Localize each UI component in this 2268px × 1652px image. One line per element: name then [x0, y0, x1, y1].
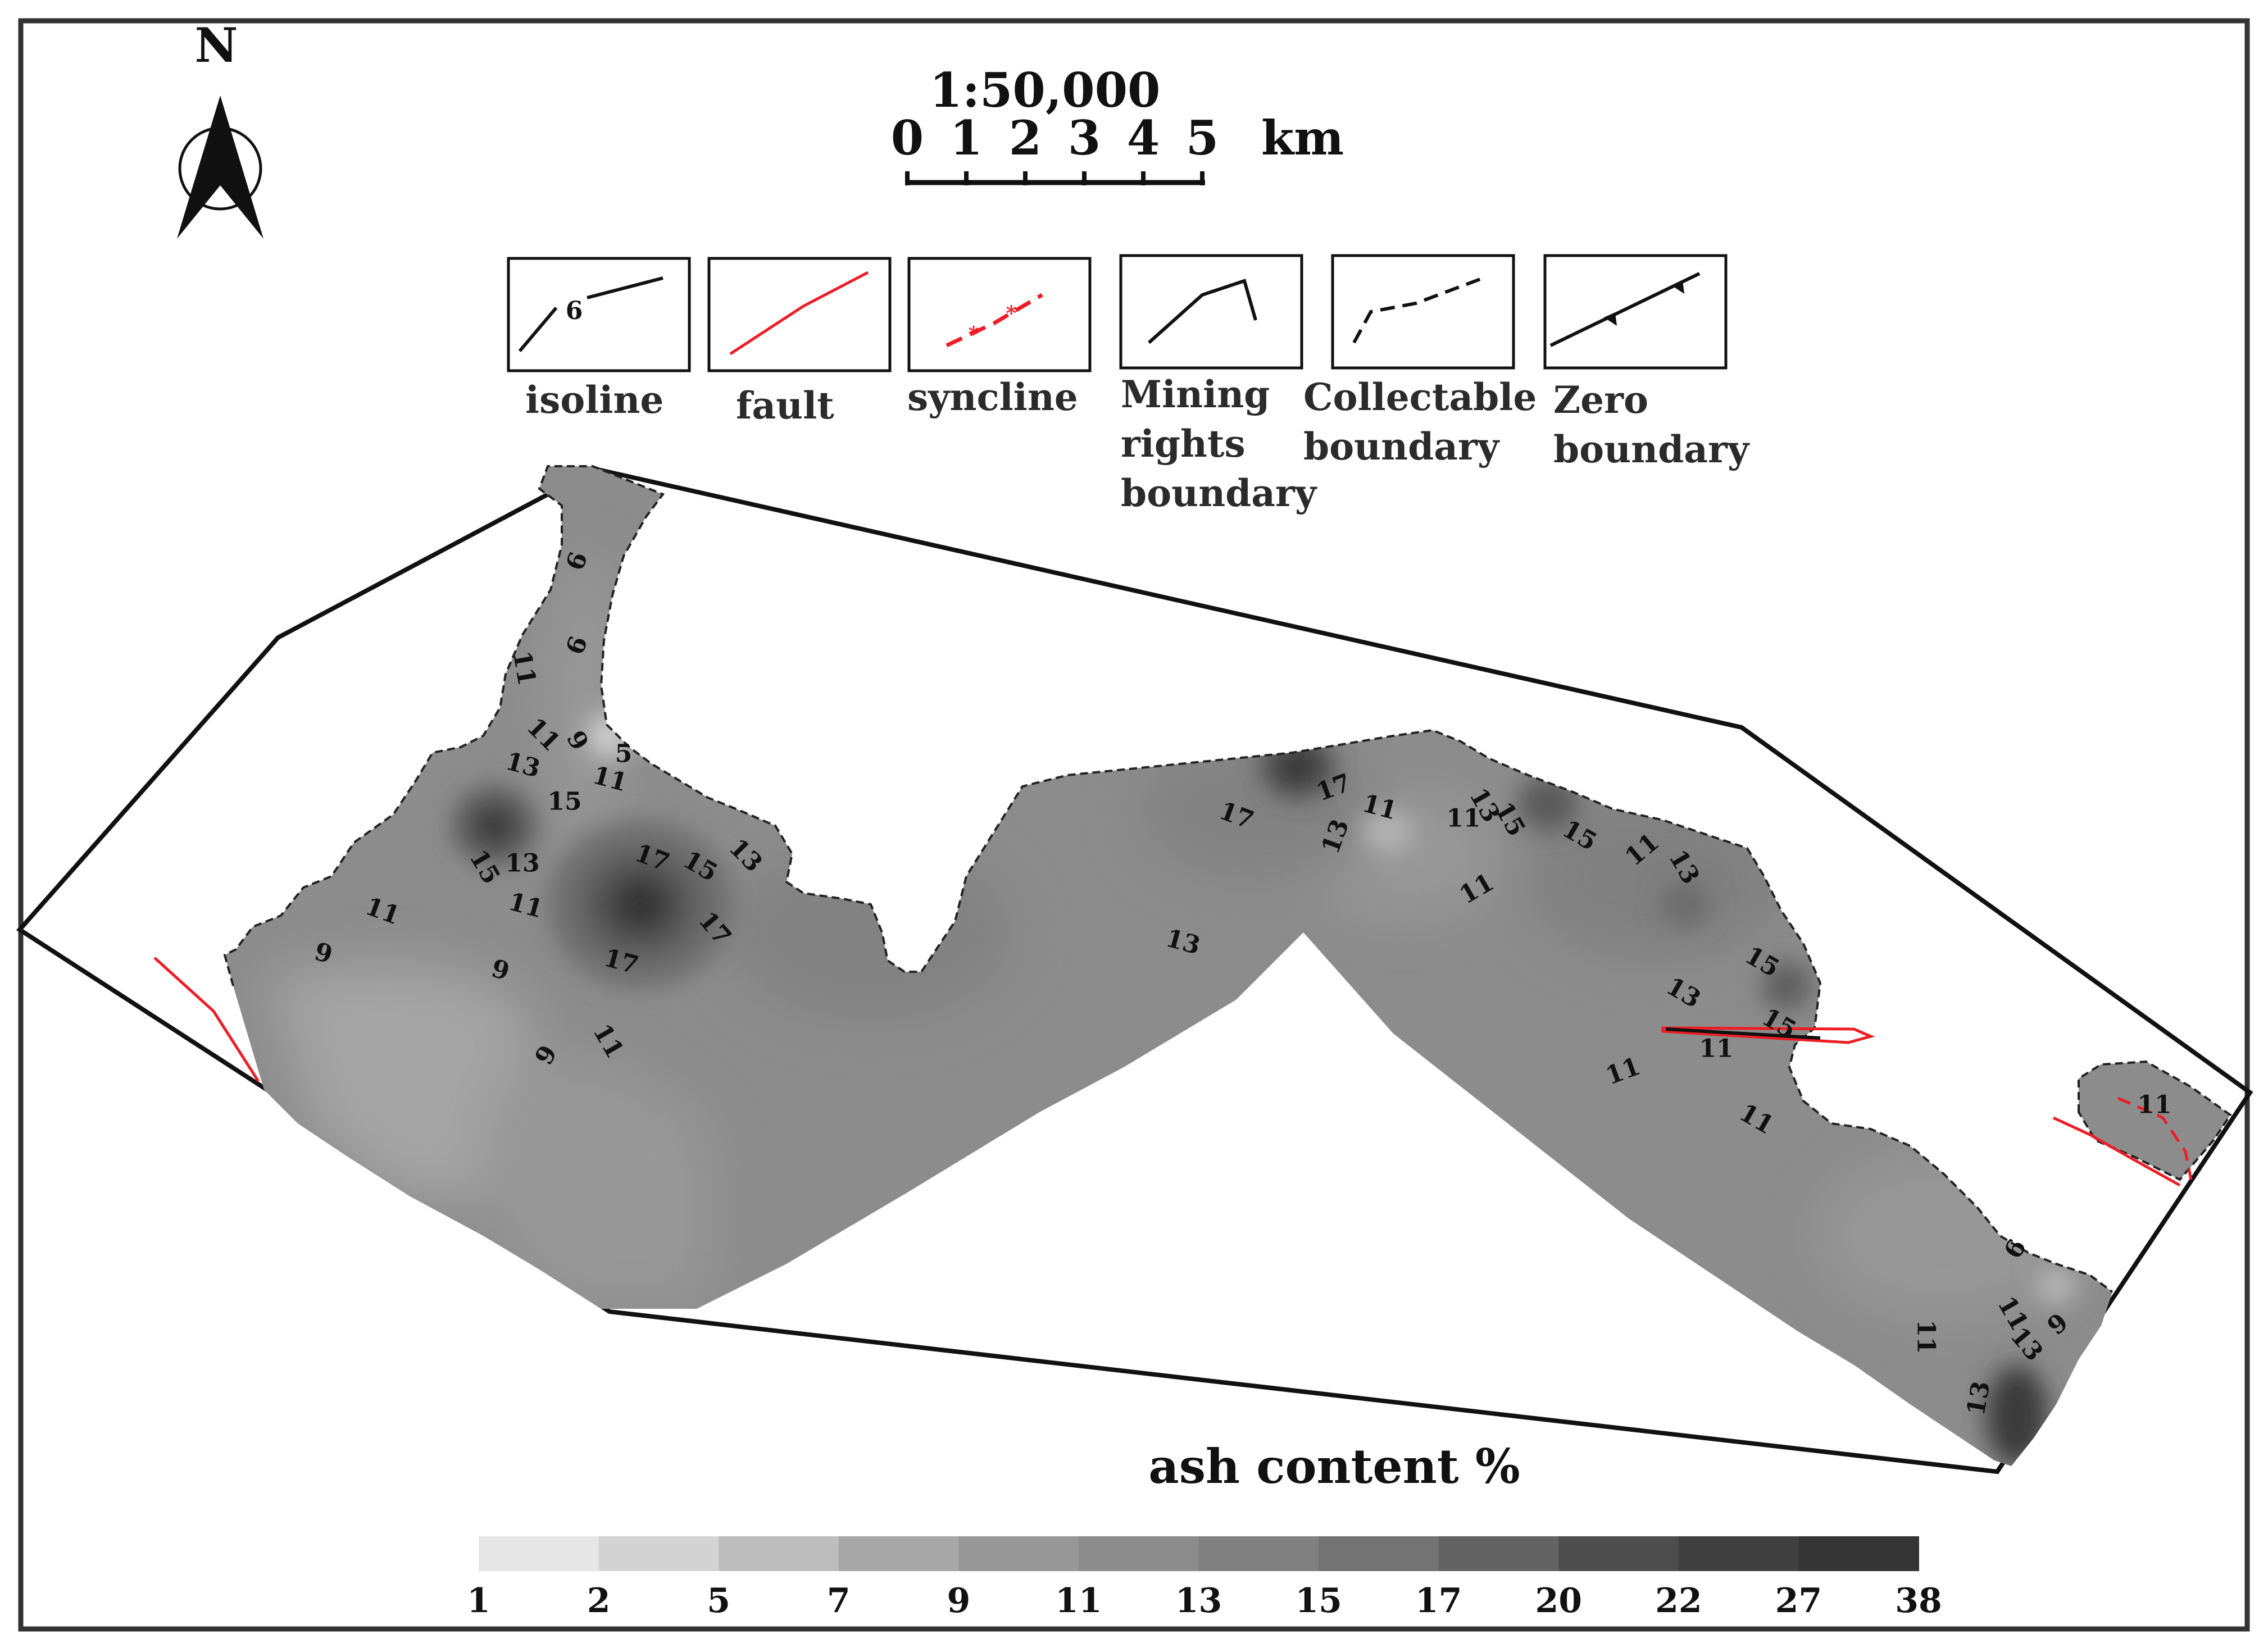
scale-tick-label: 3 [1068, 110, 1101, 166]
colorbar-label: 5 [707, 1581, 730, 1621]
north-arrow-right-half [220, 95, 263, 239]
colorbar-swatch [719, 1536, 839, 1571]
fault-east [2052, 1116, 2181, 1187]
fault-central-dark [1665, 1027, 1821, 1040]
colorbar-swatch [598, 1536, 720, 1571]
colorbar-swatch [1798, 1536, 1919, 1571]
north-arrow-left-half [177, 95, 220, 239]
colorbar-title: ash content % [1148, 1439, 1520, 1494]
colorbar-swatch [838, 1536, 960, 1571]
contour-label: 13 [1962, 1379, 1996, 1418]
colorbar-label: 17 [1415, 1581, 1462, 1621]
fault-central [1661, 1026, 1875, 1044]
colorbar-label: 7 [827, 1581, 851, 1621]
colorbar: ash content % 1 2 5 7 9 11 13 15 17 20 22 27 38 [467, 1439, 1942, 1621]
scale-tick-label: 0 [891, 110, 924, 166]
colorbar-label: 9 [947, 1581, 970, 1621]
colorbar-swatch [479, 1536, 599, 1571]
legend-box-zero-boundary [1543, 254, 1728, 370]
colorbar-label: 2 [587, 1581, 611, 1621]
colorbar-swatch [1198, 1536, 1320, 1571]
colorbar-label: 1 [467, 1581, 490, 1621]
contour-label: 11 [507, 649, 542, 688]
legend-sample-collectable-boundary [1352, 276, 1484, 344]
map-frame [18, 18, 2250, 1632]
legend-label-zero-boundary: boundary [1553, 427, 1750, 471]
legend-isoline-sample-value: 6 [566, 297, 583, 325]
contour-label: 11 [1912, 1319, 1940, 1354]
legend-syncline-marker-a: * [969, 322, 979, 346]
legend-box-collectable-boundary [1331, 254, 1515, 370]
scale-ratio: 1:50,000 [930, 62, 1161, 118]
north-arrow: N [177, 17, 263, 239]
legend-box-mining-rights-boundary [1119, 254, 1303, 370]
colorbar-swatch [1678, 1536, 1799, 1571]
colorbar-swatch [1558, 1536, 1679, 1571]
north-label: N [195, 17, 238, 73]
contour-label: 15 [547, 788, 581, 816]
contour-label: 13 [505, 849, 539, 878]
legend-sample-isoline-b [587, 276, 663, 299]
colorbar-label: 22 [1655, 1581, 1702, 1621]
legend-box-syncline [907, 257, 1092, 372]
legend-box-isoline [507, 257, 691, 372]
colorbar-swatch [958, 1536, 1079, 1571]
contour-label: 11 [1699, 1035, 1733, 1063]
legend-zero-tick-b [1671, 280, 1684, 294]
mining-rights-boundary-line [16, 467, 2253, 1474]
colorbar-swatch [1438, 1536, 1560, 1571]
scale-tick-label: 1 [950, 110, 983, 166]
legend-label-mining-rights-boundary: boundary [1121, 471, 1317, 515]
scale-tick-label: 4 [1127, 110, 1160, 166]
legend-label-zero-boundary: Zero [1553, 378, 1648, 422]
scale-tick-label: 5 [1186, 110, 1219, 166]
colorbar-label: 11 [1055, 1581, 1102, 1621]
colorbar-label: 15 [1295, 1581, 1342, 1621]
fault-west [153, 957, 260, 1082]
legend-sample-fault [729, 271, 869, 356]
contour-label: 5 [615, 740, 633, 768]
colorbar-label: 13 [1175, 1581, 1222, 1621]
colorbar-swatch [1319, 1536, 1439, 1571]
contour-label: 11 [2137, 1091, 2171, 1119]
legend: 6 * * isoline fault syncline Mining rights bo… [507, 254, 1750, 515]
colorbar-label: 27 [1775, 1581, 1822, 1621]
legend-label-isoline: isoline [525, 378, 663, 422]
contour-label: 11 [1446, 804, 1480, 833]
colorbar-swatch [1078, 1536, 1199, 1571]
legend-box-fault [707, 257, 892, 372]
colorbar-label: 20 [1535, 1581, 1583, 1621]
syncline-east [2117, 1096, 2193, 1180]
legend-label-collectable-boundary: Collectable [1303, 375, 1537, 419]
legend-zero-tick-a [1604, 312, 1617, 326]
legend-sample-isoline-a [518, 307, 558, 352]
legend-label-mining-rights-boundary: rights [1121, 422, 1246, 466]
legend-sample-syncline [946, 293, 1043, 348]
legend-label-collectable-boundary: boundary [1303, 425, 1500, 468]
legend-label-mining-rights-boundary: Mining [1121, 372, 1270, 416]
eastern-patch [2078, 1060, 2232, 1181]
colorbar-label: 38 [1895, 1581, 1942, 1621]
scale-tick-label: 2 [1009, 110, 1042, 166]
legend-label-fault: fault [736, 384, 834, 427]
legend-syncline-marker-b: * [1006, 302, 1017, 325]
scale-unit: km [1261, 110, 1344, 166]
legend-sample-mining-rights-boundary [1147, 279, 1257, 344]
legend-label-syncline: syncline [907, 375, 1078, 419]
